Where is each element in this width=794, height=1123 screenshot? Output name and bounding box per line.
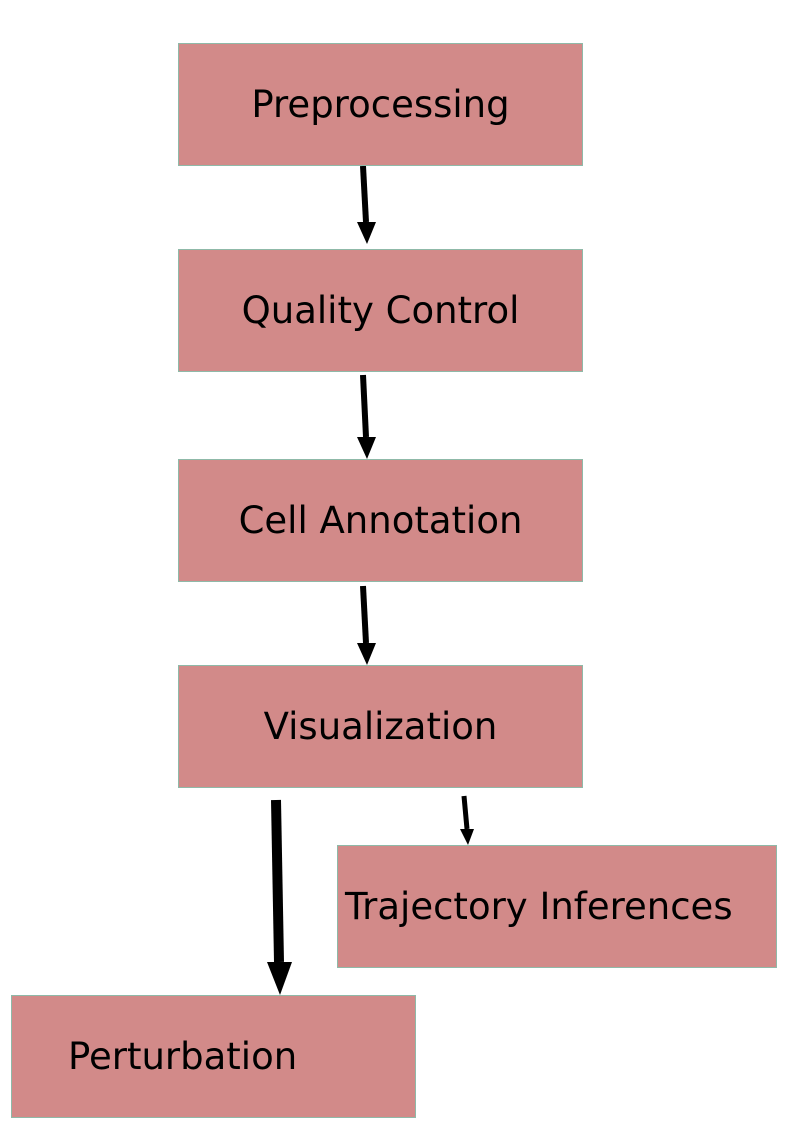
- cell-annotation-label: Cell Annotation: [238, 499, 523, 542]
- arrow-preprocessing-to-quality-control: [357, 165, 376, 244]
- arrow-quality-control-to-cell-annotation: [357, 374, 376, 459]
- arrow-cell-annotation-to-visualization: [357, 585, 376, 665]
- preprocessing-label: Preprocessing: [251, 83, 510, 126]
- trajectory-inferences-label: Trajectory Inferences: [345, 885, 733, 928]
- perturbation-box: Perturbation: [11, 995, 416, 1118]
- visualization-label: Visualization: [263, 705, 498, 748]
- arrow-visualization-to-trajectory: [460, 795, 474, 845]
- preprocessing-box: Preprocessing: [178, 43, 583, 166]
- cell-annotation-box: Cell Annotation: [178, 459, 583, 582]
- quality-control-box: Quality Control: [178, 249, 583, 372]
- perturbation-label: Perturbation: [68, 1035, 298, 1078]
- trajectory-inferences-box: Trajectory Inferences: [337, 845, 777, 968]
- visualization-box: Visualization: [178, 665, 583, 788]
- quality-control-label: Quality Control: [241, 289, 520, 332]
- arrow-visualization-to-perturbation: [267, 799, 292, 995]
